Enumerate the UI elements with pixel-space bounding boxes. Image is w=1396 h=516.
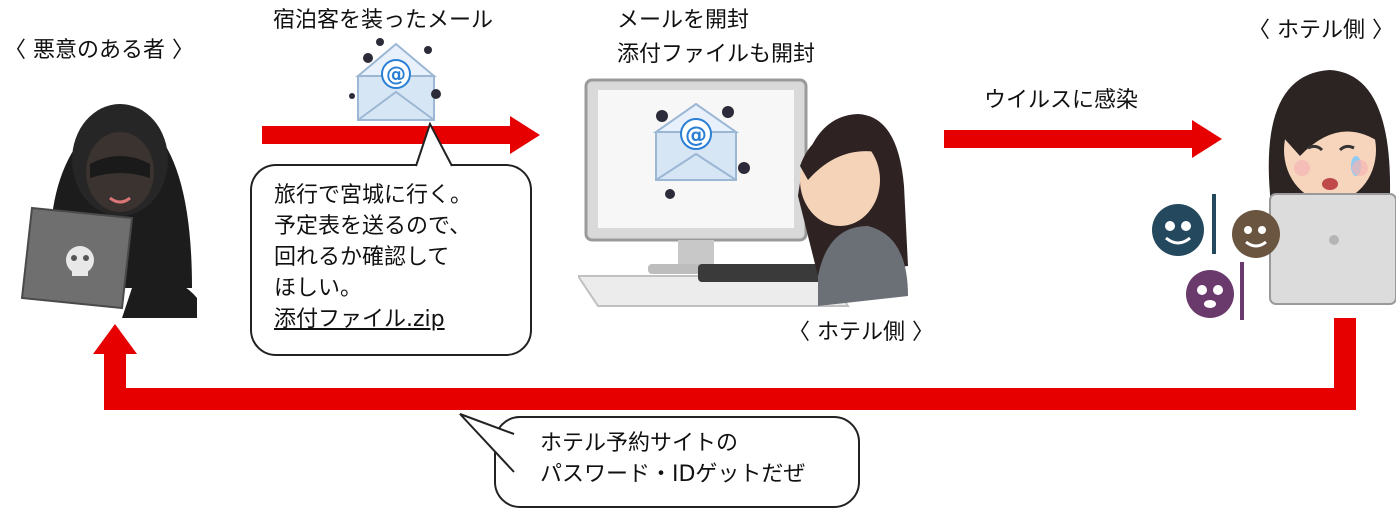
return-arrow-head xyxy=(93,324,137,354)
hotel-right-label: 〈 ホテル側 〉 xyxy=(1248,18,1394,43)
virus-3 xyxy=(1186,262,1244,320)
open-step-line2: 添付ファイルも開封 xyxy=(617,42,816,67)
email-content-bubble: 旅行で宮城に行く。 予定表を送るので、 回れるか確認して ほしい。 添付ファイル… xyxy=(250,164,532,356)
attacker-label: 〈 悪意のある者 〉 xyxy=(4,38,194,63)
hotel-middle-label: 〈 ホテル側 〉 xyxy=(788,320,934,345)
result-line-2: パスワード・IDゲットだぜ xyxy=(540,462,806,487)
virus-2 xyxy=(1232,210,1280,258)
infect-arrow-head xyxy=(1192,120,1222,158)
virus-1 xyxy=(1152,194,1216,256)
infect-arrow-shaft xyxy=(944,130,1194,148)
bubble-line-1: 旅行で宮城に行く。 xyxy=(274,183,473,208)
attacker-illustration xyxy=(12,68,222,318)
bubble-line-3: 回れるか確認して xyxy=(274,245,450,270)
virus-email-icon: @ xyxy=(340,36,448,128)
result-line-1: ホテル予約サイトの xyxy=(540,431,739,456)
send-arrow-shaft xyxy=(262,126,512,144)
return-path-up xyxy=(104,352,126,410)
bubble-line-4: ほしい。 xyxy=(274,276,363,301)
send-arrow-head xyxy=(510,116,540,154)
bubble-line-2: 予定表を送るので、 xyxy=(274,214,472,239)
infected-staff-illustration xyxy=(1130,44,1396,334)
svg-text:@: @ xyxy=(386,62,406,86)
open-step-line1: メールを開封 xyxy=(617,8,750,33)
hotel-computer-illustration: @ xyxy=(578,76,918,316)
svg-text:@: @ xyxy=(685,123,707,148)
result-bubble: ホテル予約サイトの パスワード・IDゲットだぜ xyxy=(494,416,860,508)
attachment-link[interactable]: 添付ファイル.zip xyxy=(274,307,445,332)
return-path-bottom xyxy=(104,388,1356,410)
email-bubble-tail xyxy=(415,122,453,167)
infect-step-label: ウイルスに感染 xyxy=(984,88,1139,113)
return-path-down xyxy=(1334,318,1356,410)
email-label: 宿泊客を装ったメール xyxy=(273,8,494,33)
result-bubble-tail xyxy=(459,413,515,473)
